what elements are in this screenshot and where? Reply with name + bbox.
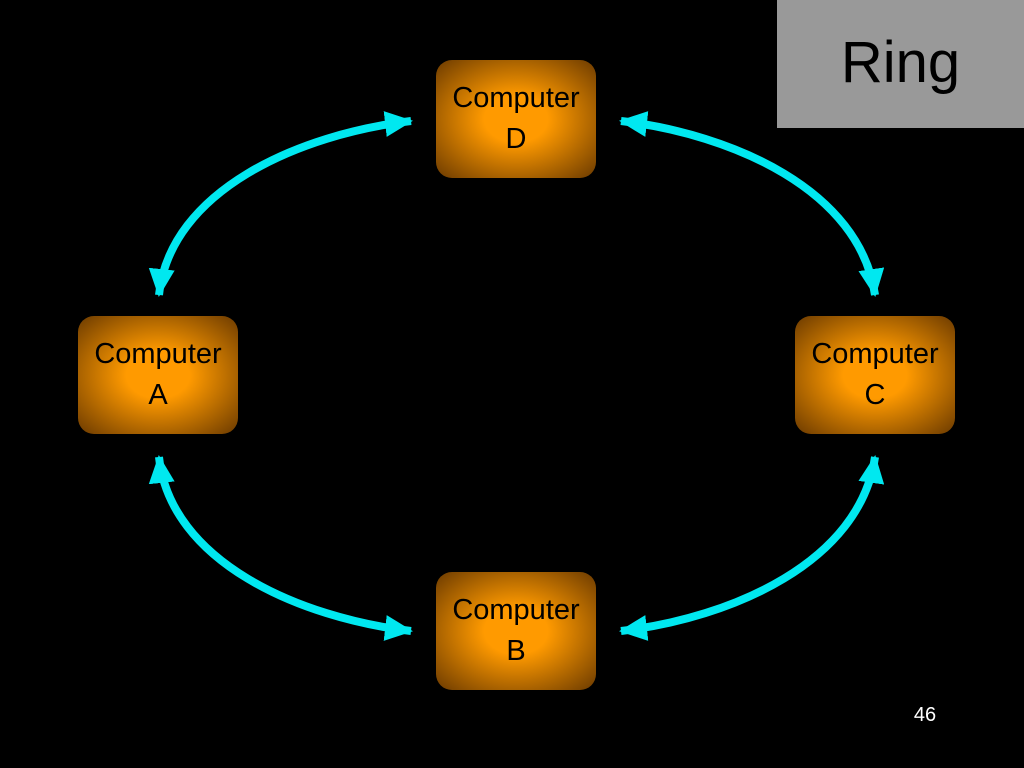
link-d-a [148, 111, 413, 297]
link-d-c [619, 111, 885, 297]
node-label-line2: A [148, 379, 168, 411]
node-label-line1: Computer [811, 338, 939, 371]
link-c-b [619, 455, 885, 641]
computer-b-node: Computer B [436, 572, 596, 690]
node-label-line1: Computer [94, 338, 222, 371]
node-label-line2: C [864, 379, 886, 411]
node-label-line1: Computer [452, 594, 580, 627]
title-box: Ring [777, 0, 1024, 128]
node-label-line1: Computer [452, 82, 580, 115]
computer-d-node: Computer D [436, 60, 596, 178]
computer-c-node: Computer C [795, 316, 955, 434]
computer-a-node: Computer A [78, 316, 238, 434]
link-a-b [148, 455, 413, 641]
node-label-line2: B [506, 635, 526, 667]
page-number: 46 [913, 704, 937, 726]
slide-title: Ring [840, 30, 961, 95]
node-label-line2: D [505, 123, 527, 155]
